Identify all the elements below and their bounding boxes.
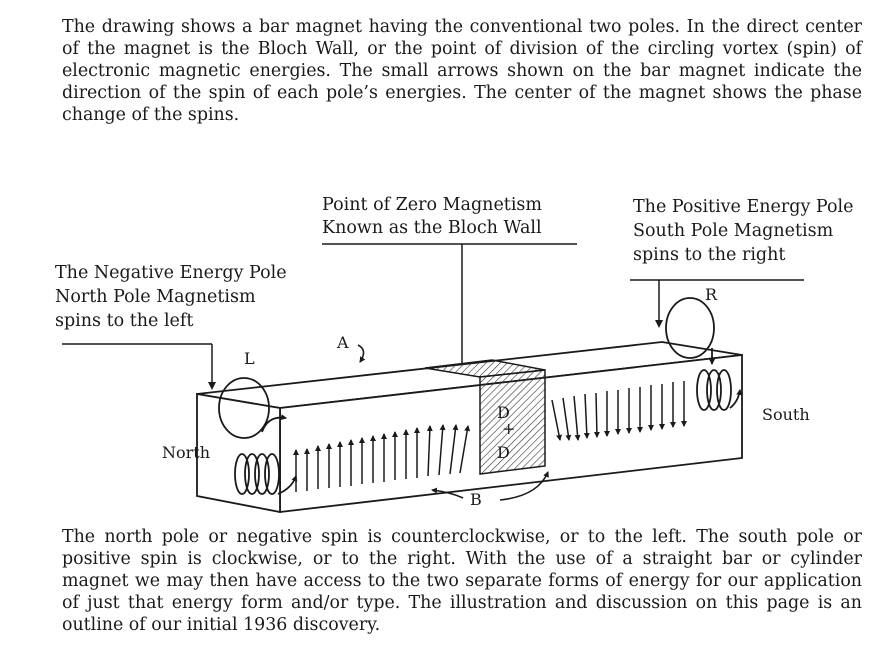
bloch-wall-label-line2: Known as the Bloch Wall <box>322 218 542 238</box>
south-label: South <box>762 405 810 424</box>
bloch-letter-D-lower: D <box>497 443 510 462</box>
north-label: North <box>162 443 210 462</box>
south-spin-coil <box>665 297 743 411</box>
negative-pole-label-line2: North Pole Magnetism <box>55 287 256 307</box>
label-leader-lines <box>62 243 804 390</box>
north-spin-coil <box>218 377 298 495</box>
arrow-letter-B: B <box>470 490 482 509</box>
bloch-wall-zone <box>424 359 546 475</box>
positive-pole-label-line1: The Positive Energy Pole <box>633 197 854 217</box>
loop-letter-L: L <box>244 349 255 368</box>
outro-paragraph: The north pole or negative spin is count… <box>62 527 862 635</box>
negative-pole-label-line1: The Negative Energy Pole <box>55 263 287 283</box>
loop-letter-R: R <box>705 285 718 304</box>
intro-paragraph: The drawing shows a bar magnet having th… <box>62 17 862 125</box>
direction-arrows <box>357 344 549 501</box>
arrow-letter-A: A <box>336 333 349 352</box>
negative-pole-label-line3: spins to the left <box>55 311 194 331</box>
bloch-letter-D-upper: D <box>497 403 510 422</box>
positive-pole-label-line2: South Pole Magnetism <box>633 221 834 241</box>
bloch-plus-sign: + <box>502 419 515 438</box>
north-spin-arrows <box>293 424 471 492</box>
bloch-wall-label-line1: Point of Zero Magnetism <box>322 195 543 215</box>
south-spin-arrows <box>551 381 687 441</box>
positive-pole-label-line3: spins to the right <box>633 245 786 265</box>
